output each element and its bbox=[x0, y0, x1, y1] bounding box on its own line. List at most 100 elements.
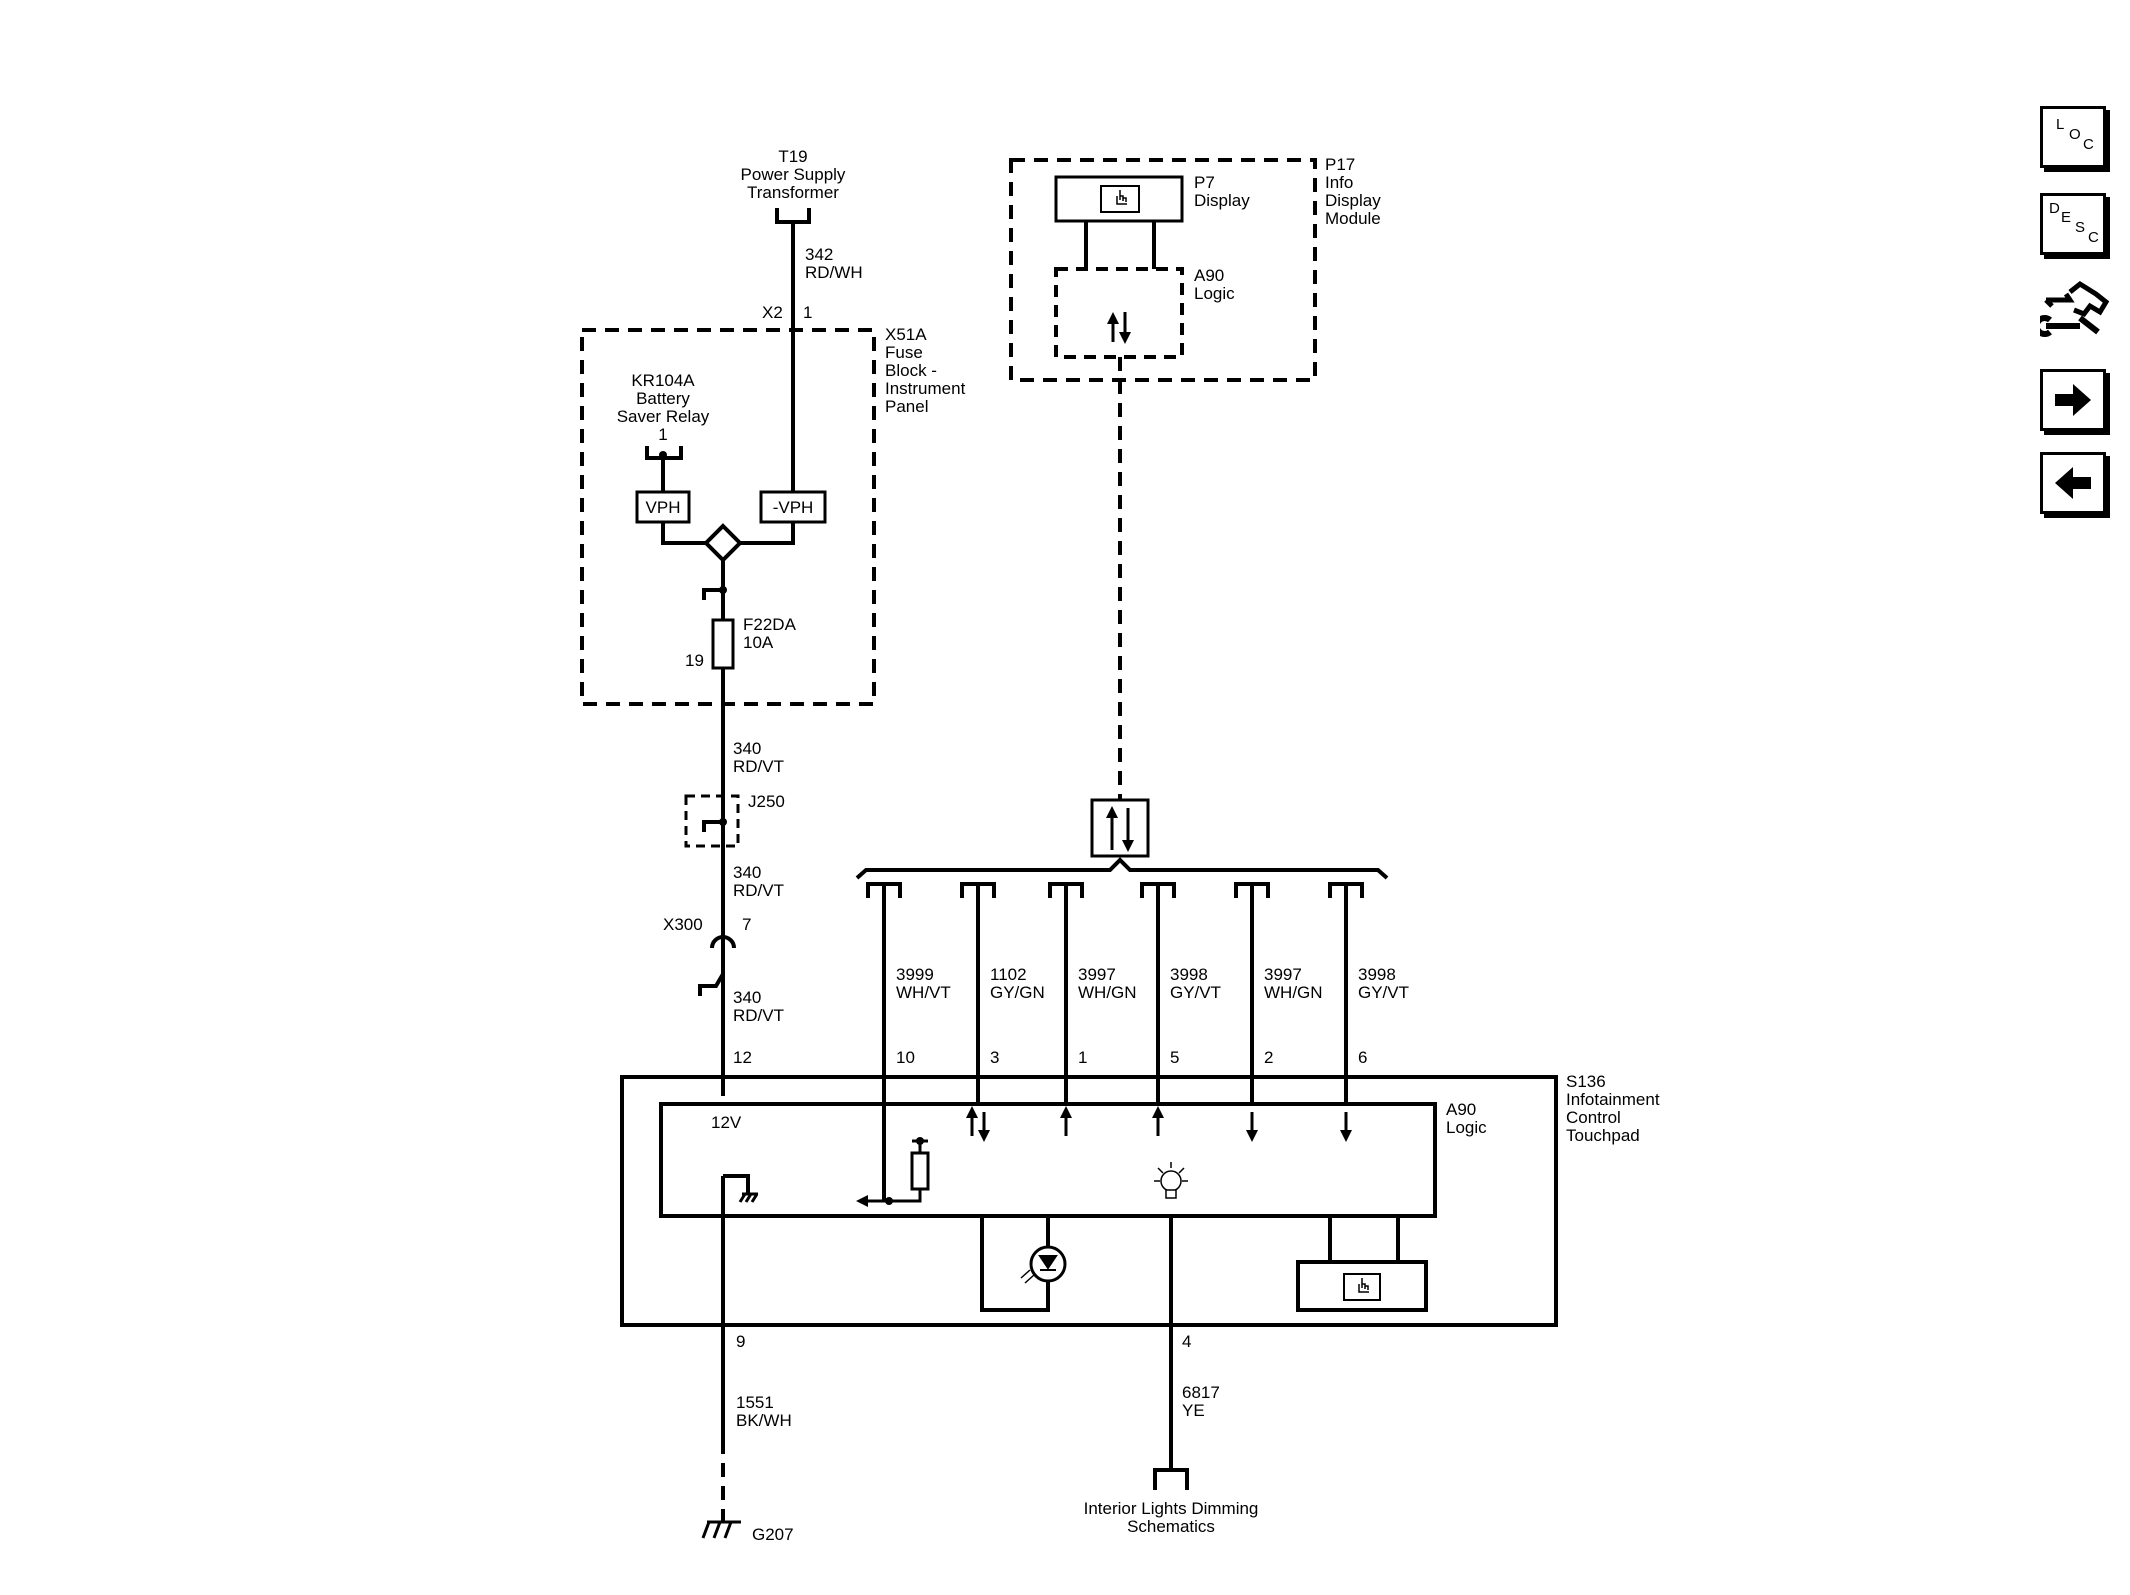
desc-letter-s: S bbox=[2075, 219, 2086, 236]
p17-label-1: Info bbox=[1325, 173, 1353, 192]
t19-power-supply-transformer: T19 Power Supply Transformer bbox=[741, 147, 846, 224]
desc-letter-c: C bbox=[2088, 229, 2099, 246]
arrow-left-icon bbox=[2055, 467, 2091, 499]
pull-up-resistor bbox=[910, 1151, 930, 1191]
loc-letter-o: O bbox=[2069, 126, 2081, 143]
wire-pin-0: 10 bbox=[896, 1048, 915, 1067]
g207-ground-icon bbox=[701, 1520, 741, 1539]
wire-342-color: RD/WH bbox=[805, 263, 863, 282]
kr104a-pin: 1 bbox=[658, 425, 667, 444]
signal-direction-arrows bbox=[966, 1106, 1352, 1142]
p7-label: Display bbox=[1194, 191, 1250, 210]
t19-id: T19 bbox=[778, 147, 807, 166]
x2-pin-label: 1 bbox=[803, 303, 812, 322]
wire-num-3: 3998 bbox=[1170, 965, 1208, 984]
x300-connector-label: X300 bbox=[663, 915, 703, 934]
x51a-label-4: Panel bbox=[885, 397, 928, 416]
s136-label-1: Infotainment bbox=[1566, 1090, 1660, 1109]
pin-9-label: 9 bbox=[736, 1332, 745, 1351]
wire-num-0: 3999 bbox=[896, 965, 934, 984]
a90-bottom-label: Logic bbox=[1446, 1118, 1487, 1137]
wire-color-3: GY/VT bbox=[1170, 983, 1221, 1002]
connector-wrench-icon bbox=[2033, 280, 2110, 337]
s136-label-2: Control bbox=[1566, 1108, 1621, 1127]
lamp-icon bbox=[1154, 1162, 1188, 1199]
a90-logic-top-outline bbox=[1054, 267, 1184, 359]
data-wires: 3999WH/VT101102GY/GN33997WH/GN13998GY/VT… bbox=[866, 882, 1409, 1201]
kr104a-label-1: Battery bbox=[636, 389, 690, 408]
wire-pin-5: 6 bbox=[1358, 1048, 1367, 1067]
x51a-id: X51A bbox=[885, 325, 927, 344]
wire-6817-color: YE bbox=[1182, 1401, 1205, 1420]
x51a-fuse-block-outline bbox=[580, 328, 876, 706]
kr104a-label-2: Saver Relay bbox=[617, 407, 710, 426]
touch-sensor-box bbox=[1296, 1260, 1428, 1312]
wire-color-5: GY/VT bbox=[1358, 983, 1409, 1002]
wire-342-number: 342 bbox=[805, 245, 833, 264]
p17-label-3: Module bbox=[1325, 209, 1381, 228]
wire-color-4: WH/GN bbox=[1264, 983, 1323, 1002]
loc-letter-c: C bbox=[2083, 136, 2094, 153]
x51a-label-3: Instrument bbox=[885, 379, 966, 398]
dimming-label-1: Interior Lights Dimming bbox=[1084, 1499, 1259, 1518]
wire-num-4: 3997 bbox=[1264, 965, 1302, 984]
fuse-pin: 19 bbox=[685, 651, 704, 670]
x2-connector-label: X2 bbox=[762, 303, 783, 322]
vph-box bbox=[635, 490, 691, 524]
vph-label: VPH bbox=[646, 498, 681, 517]
a90-top-id: A90 bbox=[1194, 266, 1224, 285]
description-button[interactable]: D E S C bbox=[2040, 193, 2106, 255]
wire-num-1: 1102 bbox=[990, 965, 1027, 984]
wire-pin-2: 1 bbox=[1078, 1048, 1087, 1067]
arrow-right-icon bbox=[2055, 384, 2091, 416]
wire-pin-3: 5 bbox=[1170, 1048, 1179, 1067]
j250-splice-box bbox=[684, 794, 740, 848]
x300-connector-symbol bbox=[710, 935, 736, 949]
splice-connector bbox=[702, 588, 723, 600]
fuse-f22da bbox=[711, 618, 735, 670]
desc-letter-e: E bbox=[2061, 209, 2072, 226]
loc-letter-l: L bbox=[2056, 116, 2065, 133]
wire-color-1: GY/GN bbox=[990, 983, 1045, 1002]
p17-id: P17 bbox=[1325, 155, 1355, 174]
previous-button[interactable] bbox=[2040, 452, 2106, 514]
input-arrow-left bbox=[856, 1189, 922, 1207]
pin-4-label: 4 bbox=[1182, 1332, 1191, 1351]
dimming-connector bbox=[1153, 1468, 1189, 1490]
t19-label-1: Power Supply bbox=[741, 165, 846, 184]
wire-340c-color: RD/VT bbox=[733, 1006, 784, 1025]
pin-12-label: 12 bbox=[733, 1048, 752, 1067]
a90-top-label: Logic bbox=[1194, 284, 1235, 303]
x51a-label-1: Fuse bbox=[885, 343, 923, 362]
wire-1551-number: 1551 bbox=[736, 1393, 774, 1412]
j250-label: J250 bbox=[748, 792, 785, 811]
wire-num-2: 3997 bbox=[1078, 965, 1116, 984]
g207-label: G207 bbox=[752, 1525, 794, 1544]
wire-340a-number: 340 bbox=[733, 739, 761, 758]
s136-id: S136 bbox=[1566, 1072, 1606, 1091]
a90-logic-bottom-box bbox=[659, 1102, 1437, 1218]
kr104a-id: KR104A bbox=[631, 371, 695, 390]
next-button[interactable] bbox=[2040, 369, 2106, 431]
wire-num-5: 3998 bbox=[1358, 965, 1396, 984]
x300-pin-label: 7 bbox=[742, 915, 751, 934]
a90-bottom-id: A90 bbox=[1446, 1100, 1476, 1119]
desc-letter-d: D bbox=[2049, 200, 2060, 217]
p17-label: P17 Info Display Module bbox=[1325, 155, 1381, 228]
fuse-rating: 10A bbox=[743, 633, 774, 652]
wire-340b-number: 340 bbox=[733, 863, 761, 882]
s136-label-3: Touchpad bbox=[1566, 1126, 1640, 1145]
connector-wrench-button[interactable] bbox=[2033, 276, 2112, 346]
neg-vph-label: -VPH bbox=[773, 498, 814, 517]
s136-touchpad-outline bbox=[620, 1075, 1558, 1327]
wire-340a-color: RD/VT bbox=[733, 757, 784, 776]
wire-1551-color: BK/WH bbox=[736, 1411, 792, 1430]
serial-data-box bbox=[1090, 798, 1150, 858]
12v-label: 12V bbox=[711, 1113, 742, 1132]
p7-id: P7 bbox=[1194, 173, 1215, 192]
location-button[interactable]: L O C bbox=[2040, 106, 2106, 168]
fuse-id: F22DA bbox=[743, 615, 797, 634]
bus-bracket bbox=[855, 857, 1389, 880]
wire-color-2: WH/GN bbox=[1078, 983, 1137, 1002]
